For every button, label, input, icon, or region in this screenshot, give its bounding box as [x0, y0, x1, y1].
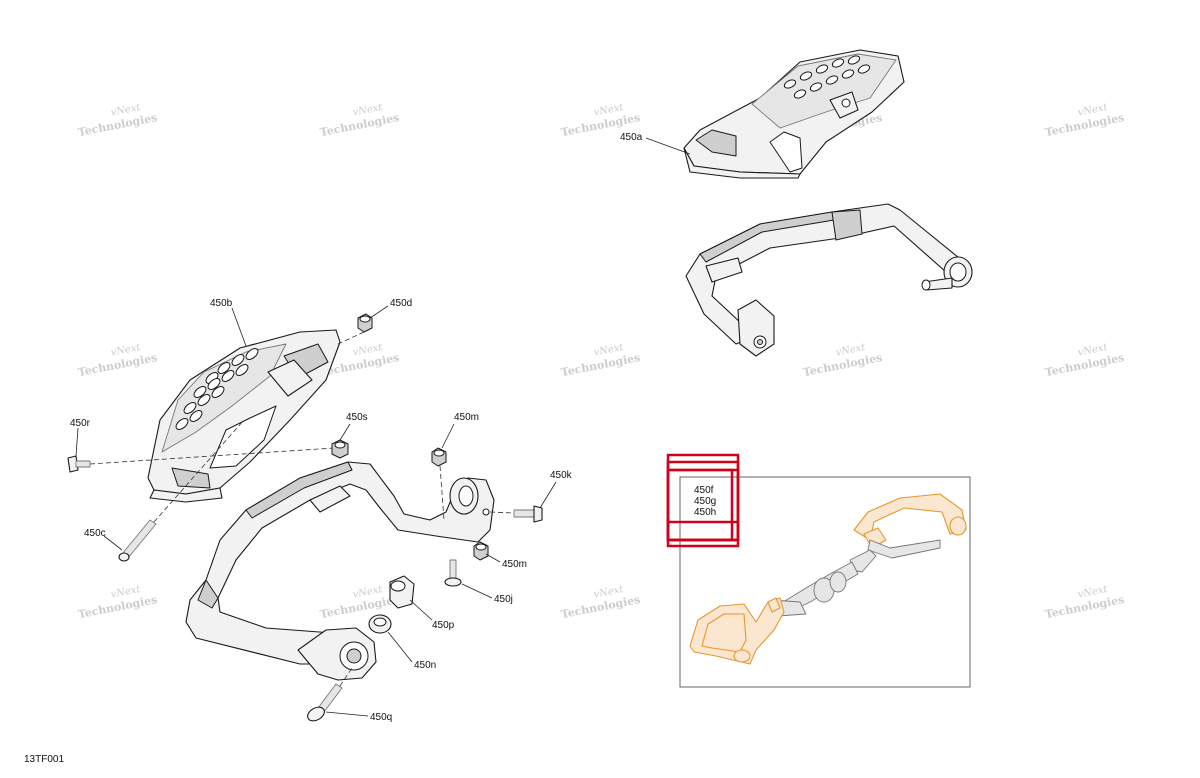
leader-450d	[369, 305, 389, 319]
clamp-450p	[389, 575, 415, 609]
inset-label-450g: 450g	[694, 496, 716, 507]
watermark: vNext Technologies	[1044, 342, 1126, 379]
nut-450m-bottom	[473, 541, 489, 561]
leader-450b	[231, 307, 247, 347]
leader-450r	[75, 427, 79, 457]
shield-450a	[683, 49, 905, 179]
nut-450s	[331, 439, 349, 459]
leader-450q	[325, 711, 369, 717]
leader-450m-bottom	[485, 553, 501, 563]
leader-450c	[103, 535, 123, 551]
leader-450m-top	[441, 423, 455, 449]
bolt-450q	[307, 683, 343, 722]
leader-450a	[645, 137, 691, 155]
watermark: vNext Technologies	[1044, 102, 1126, 139]
spacer-450n	[368, 614, 392, 634]
inset-kit-box: 450f 450g 450h	[666, 453, 971, 688]
dashed-axis-450c	[153, 419, 245, 523]
inset-label-450f: 450f	[694, 485, 714, 496]
leader-450s	[339, 423, 351, 441]
leader-450p	[409, 599, 433, 621]
shield-vent-holes	[783, 55, 871, 99]
handguard-bar-top	[685, 203, 973, 357]
watermark: vNext Technologies	[560, 342, 642, 379]
callout-450b: 450b	[210, 298, 233, 309]
callout-450c: 450c	[84, 528, 106, 539]
bolt-450r	[67, 455, 91, 473]
highlight-box	[666, 520, 740, 548]
watermark: vNext Technologies	[802, 342, 884, 379]
callout-450m-bottom: 450m	[502, 559, 527, 570]
dashed-axis-450d	[337, 331, 365, 345]
diagram-code: 13TF001	[24, 754, 64, 765]
leader-450k	[539, 481, 557, 509]
callout-450q: 450q	[370, 712, 392, 723]
dashed-axis-450m	[439, 465, 445, 521]
callout-450s: 450s	[346, 412, 368, 423]
screw-450j	[444, 559, 462, 587]
highlight-box	[666, 468, 734, 542]
handguard-bar-main	[185, 461, 495, 681]
dashed-axis-450q	[339, 667, 353, 687]
bolt-450k	[513, 505, 543, 523]
shield-450b	[147, 329, 341, 503]
callout-450p: 450p	[432, 620, 455, 631]
dashed-axis-450k	[489, 511, 515, 514]
dashed-axis-450r	[89, 447, 335, 465]
callout-450d: 450d	[390, 298, 412, 309]
watermark: vNext Technologies	[77, 342, 159, 379]
watermark: vNext Technologies	[77, 102, 159, 139]
leader-450n	[387, 631, 413, 663]
inset-assembly	[689, 493, 967, 665]
nut-450m-top	[431, 447, 447, 467]
callout-450n: 450n	[414, 660, 436, 671]
leader-450j	[461, 583, 493, 599]
nut-450d	[357, 313, 373, 333]
watermark: vNext Technologies	[319, 102, 401, 139]
callout-450m-top: 450m	[454, 412, 479, 423]
callout-450r: 450r	[70, 418, 91, 429]
pin-450c	[118, 519, 157, 562]
watermark: vNext Technologies	[1044, 584, 1126, 621]
shield-vent-holes	[175, 348, 259, 430]
callout-450j: 450j	[494, 594, 513, 605]
watermark: vNext Technologies	[560, 584, 642, 621]
inset-label-450h: 450h	[694, 507, 716, 518]
callout-450k: 450k	[550, 470, 573, 481]
watermark: vNext Technologies	[77, 584, 159, 621]
callout-450a: 450a	[620, 132, 643, 143]
watermark: vNext Technologies	[319, 584, 401, 621]
